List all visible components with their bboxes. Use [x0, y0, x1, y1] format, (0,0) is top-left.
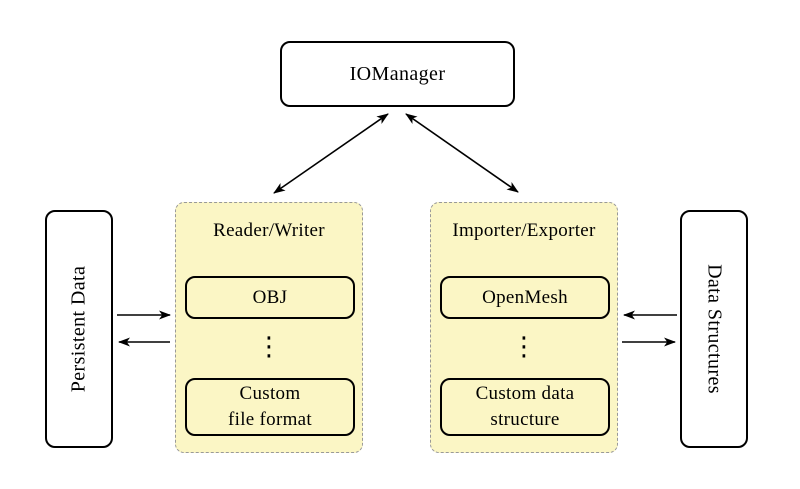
arrow-iomanager-readerwriter [273, 113, 389, 194]
node-iomanager-label: IOManager [349, 62, 446, 85]
arrow-iomanager-importerexporter [405, 113, 519, 193]
vertical-ellipsis: ⋮ [256, 332, 282, 362]
node-custom-file-format: Custom file format [185, 378, 355, 436]
node-data-structures-label: Data Structures [703, 264, 726, 394]
node-data-structures: Data Structures [680, 210, 748, 448]
node-obj: OBJ [185, 276, 355, 319]
node-openmesh: OpenMesh [440, 276, 610, 319]
node-persistent-data: Persistent Data [45, 210, 113, 448]
node-iomanager: IOManager [280, 41, 515, 107]
group-importer-exporter-title: Importer/Exporter [452, 220, 596, 241]
node-persistent-data-label: Persistent Data [67, 265, 90, 393]
node-custom-data-structure: Custom data structure [440, 378, 610, 436]
vertical-ellipsis: ⋮ [511, 332, 537, 362]
group-reader-writer: Reader/Writer OBJ ⋮ Custom file format [175, 202, 363, 453]
group-reader-writer-title: Reader/Writer [213, 220, 325, 241]
group-importer-exporter: Importer/Exporter OpenMesh ⋮ Custom data… [430, 202, 618, 453]
